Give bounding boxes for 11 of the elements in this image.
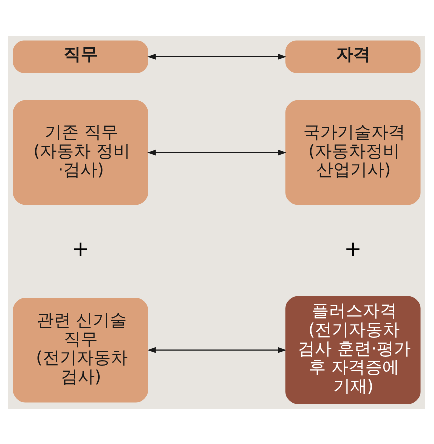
node-box: 자격 — [284, 39, 422, 74]
arrow — [148, 54, 287, 60]
arrow — [148, 149, 287, 156]
label: + — [344, 236, 362, 261]
node-box: 기존 직무 (자동차 정비 ·검사) — [12, 98, 150, 206]
node-box: 플러스자격 (전기자동차 검사 훈련·평가 후 자격증에 기재) — [284, 294, 422, 405]
label: + — [72, 236, 90, 261]
node-box: 관련 신기술 직무 (전기자동차 검사) — [12, 296, 150, 404]
node-box: 국가기술자격 (자동차정비 산업기사) — [284, 98, 422, 206]
arrow — [148, 346, 287, 353]
node-box: 직무 — [12, 39, 150, 74]
